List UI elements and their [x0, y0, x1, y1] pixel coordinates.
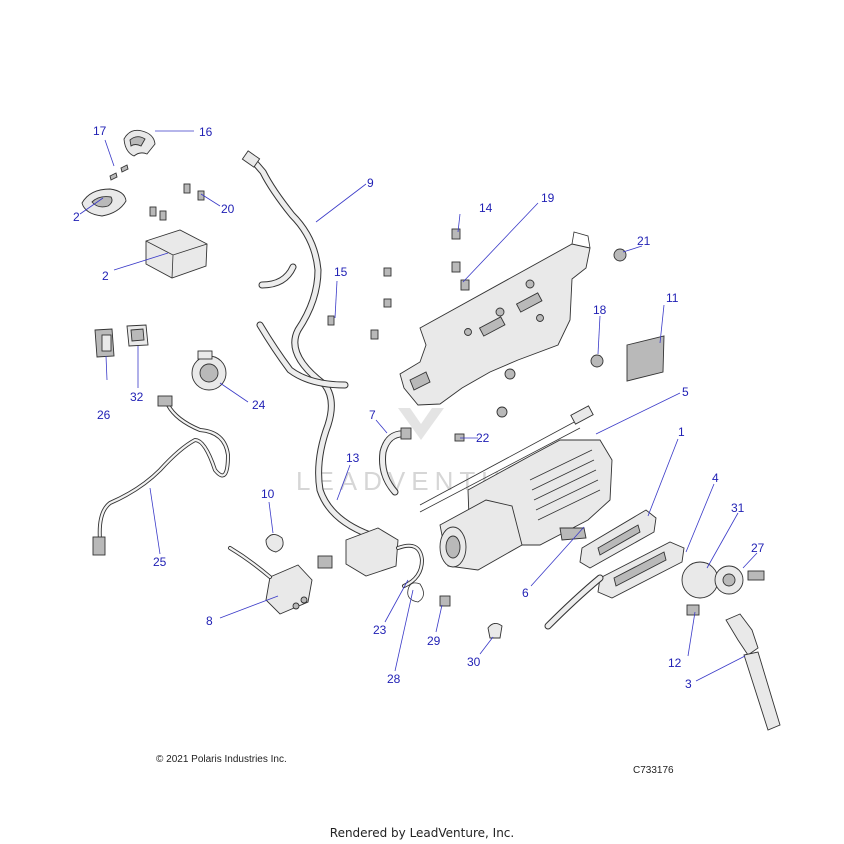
part-24-contactor	[191, 350, 227, 391]
leader-lines	[79, 130, 758, 682]
callout-27[interactable]: 27	[751, 541, 765, 555]
callout-18[interactable]: 18	[593, 303, 607, 317]
part-2-switch	[81, 188, 127, 217]
part-20-screws	[149, 183, 205, 221]
callout-28[interactable]: 28	[387, 672, 401, 686]
callout-8[interactable]: 8	[206, 614, 213, 628]
callout-3[interactable]: 3	[685, 677, 692, 691]
mounting-plate	[399, 231, 591, 406]
callout-14[interactable]: 14	[479, 201, 493, 215]
callout-13[interactable]: 13	[346, 451, 360, 465]
part-28-clamp	[407, 582, 424, 603]
callout-1[interactable]: 1	[678, 425, 685, 439]
part-27-mount	[714, 565, 765, 595]
callout-29[interactable]: 29	[427, 634, 441, 648]
callout-23[interactable]: 23	[373, 623, 387, 637]
callout-19[interactable]: 19	[541, 191, 555, 205]
part-21-nut	[454, 248, 627, 442]
part-1-fairlead	[579, 509, 657, 569]
part-4-fairlead	[544, 541, 685, 630]
part-7-cable	[379, 427, 412, 496]
part-8-solenoid	[228, 546, 313, 615]
callout-4[interactable]: 4	[712, 471, 719, 485]
part-5-rope	[419, 405, 594, 513]
part-26-switch	[94, 328, 115, 358]
rendered-by-footer: Rendered by LeadVenture, Inc.	[329, 826, 515, 840]
callout-20[interactable]: 20	[221, 202, 235, 216]
callout-30[interactable]: 30	[467, 655, 481, 669]
callout-10[interactable]: 10	[261, 487, 275, 501]
callout-26[interactable]: 26	[97, 408, 111, 422]
part-9-cable	[241, 150, 374, 539]
part-11-label	[626, 335, 665, 382]
part-14-bolt	[451, 228, 470, 291]
callout-24[interactable]: 24	[252, 398, 266, 412]
callout-6[interactable]: 6	[522, 586, 529, 600]
callout-31[interactable]: 31	[731, 501, 745, 515]
part-2-module	[145, 229, 208, 279]
part-16-clip	[123, 129, 156, 157]
part-12-bolt	[686, 604, 700, 616]
part-3-hook	[725, 613, 781, 731]
callout-25[interactable]: 25	[153, 555, 167, 569]
callout-7[interactable]: 7	[369, 408, 376, 422]
callout-16[interactable]: 16	[199, 125, 213, 139]
callout-32[interactable]: 32	[130, 390, 144, 404]
part-25-harness	[92, 395, 230, 556]
copyright-notice: © 2021 Polaris Industries Inc.	[156, 754, 287, 765]
callout-15[interactable]: 15	[334, 265, 348, 279]
part-29-clip	[439, 595, 451, 607]
callout-21[interactable]: 21	[637, 234, 651, 248]
callouts: 1 2 2 3 4 5 6 7 8 9 10 11 12 13 14 15 16…	[73, 124, 765, 691]
diagram-code: C733176	[633, 765, 674, 776]
part-6-winch	[439, 439, 613, 571]
part-17-screws	[109, 164, 129, 181]
callout-2-lower[interactable]: 2	[102, 269, 109, 283]
callout-11[interactable]: 11	[666, 291, 679, 305]
callout-2-upper[interactable]: 2	[73, 210, 80, 224]
callout-17[interactable]: 17	[93, 124, 107, 138]
part-32-bezel	[126, 324, 149, 347]
callout-12[interactable]: 12	[668, 656, 682, 670]
part-10-clip	[265, 534, 284, 553]
part-15-screws	[327, 267, 392, 340]
part-30-clip	[487, 623, 503, 639]
part-31-stopper	[681, 561, 719, 599]
callout-9[interactable]: 9	[367, 176, 374, 190]
callout-5[interactable]: 5	[682, 385, 689, 399]
part-23-junction	[317, 527, 424, 588]
callout-22[interactable]: 22	[476, 431, 490, 445]
